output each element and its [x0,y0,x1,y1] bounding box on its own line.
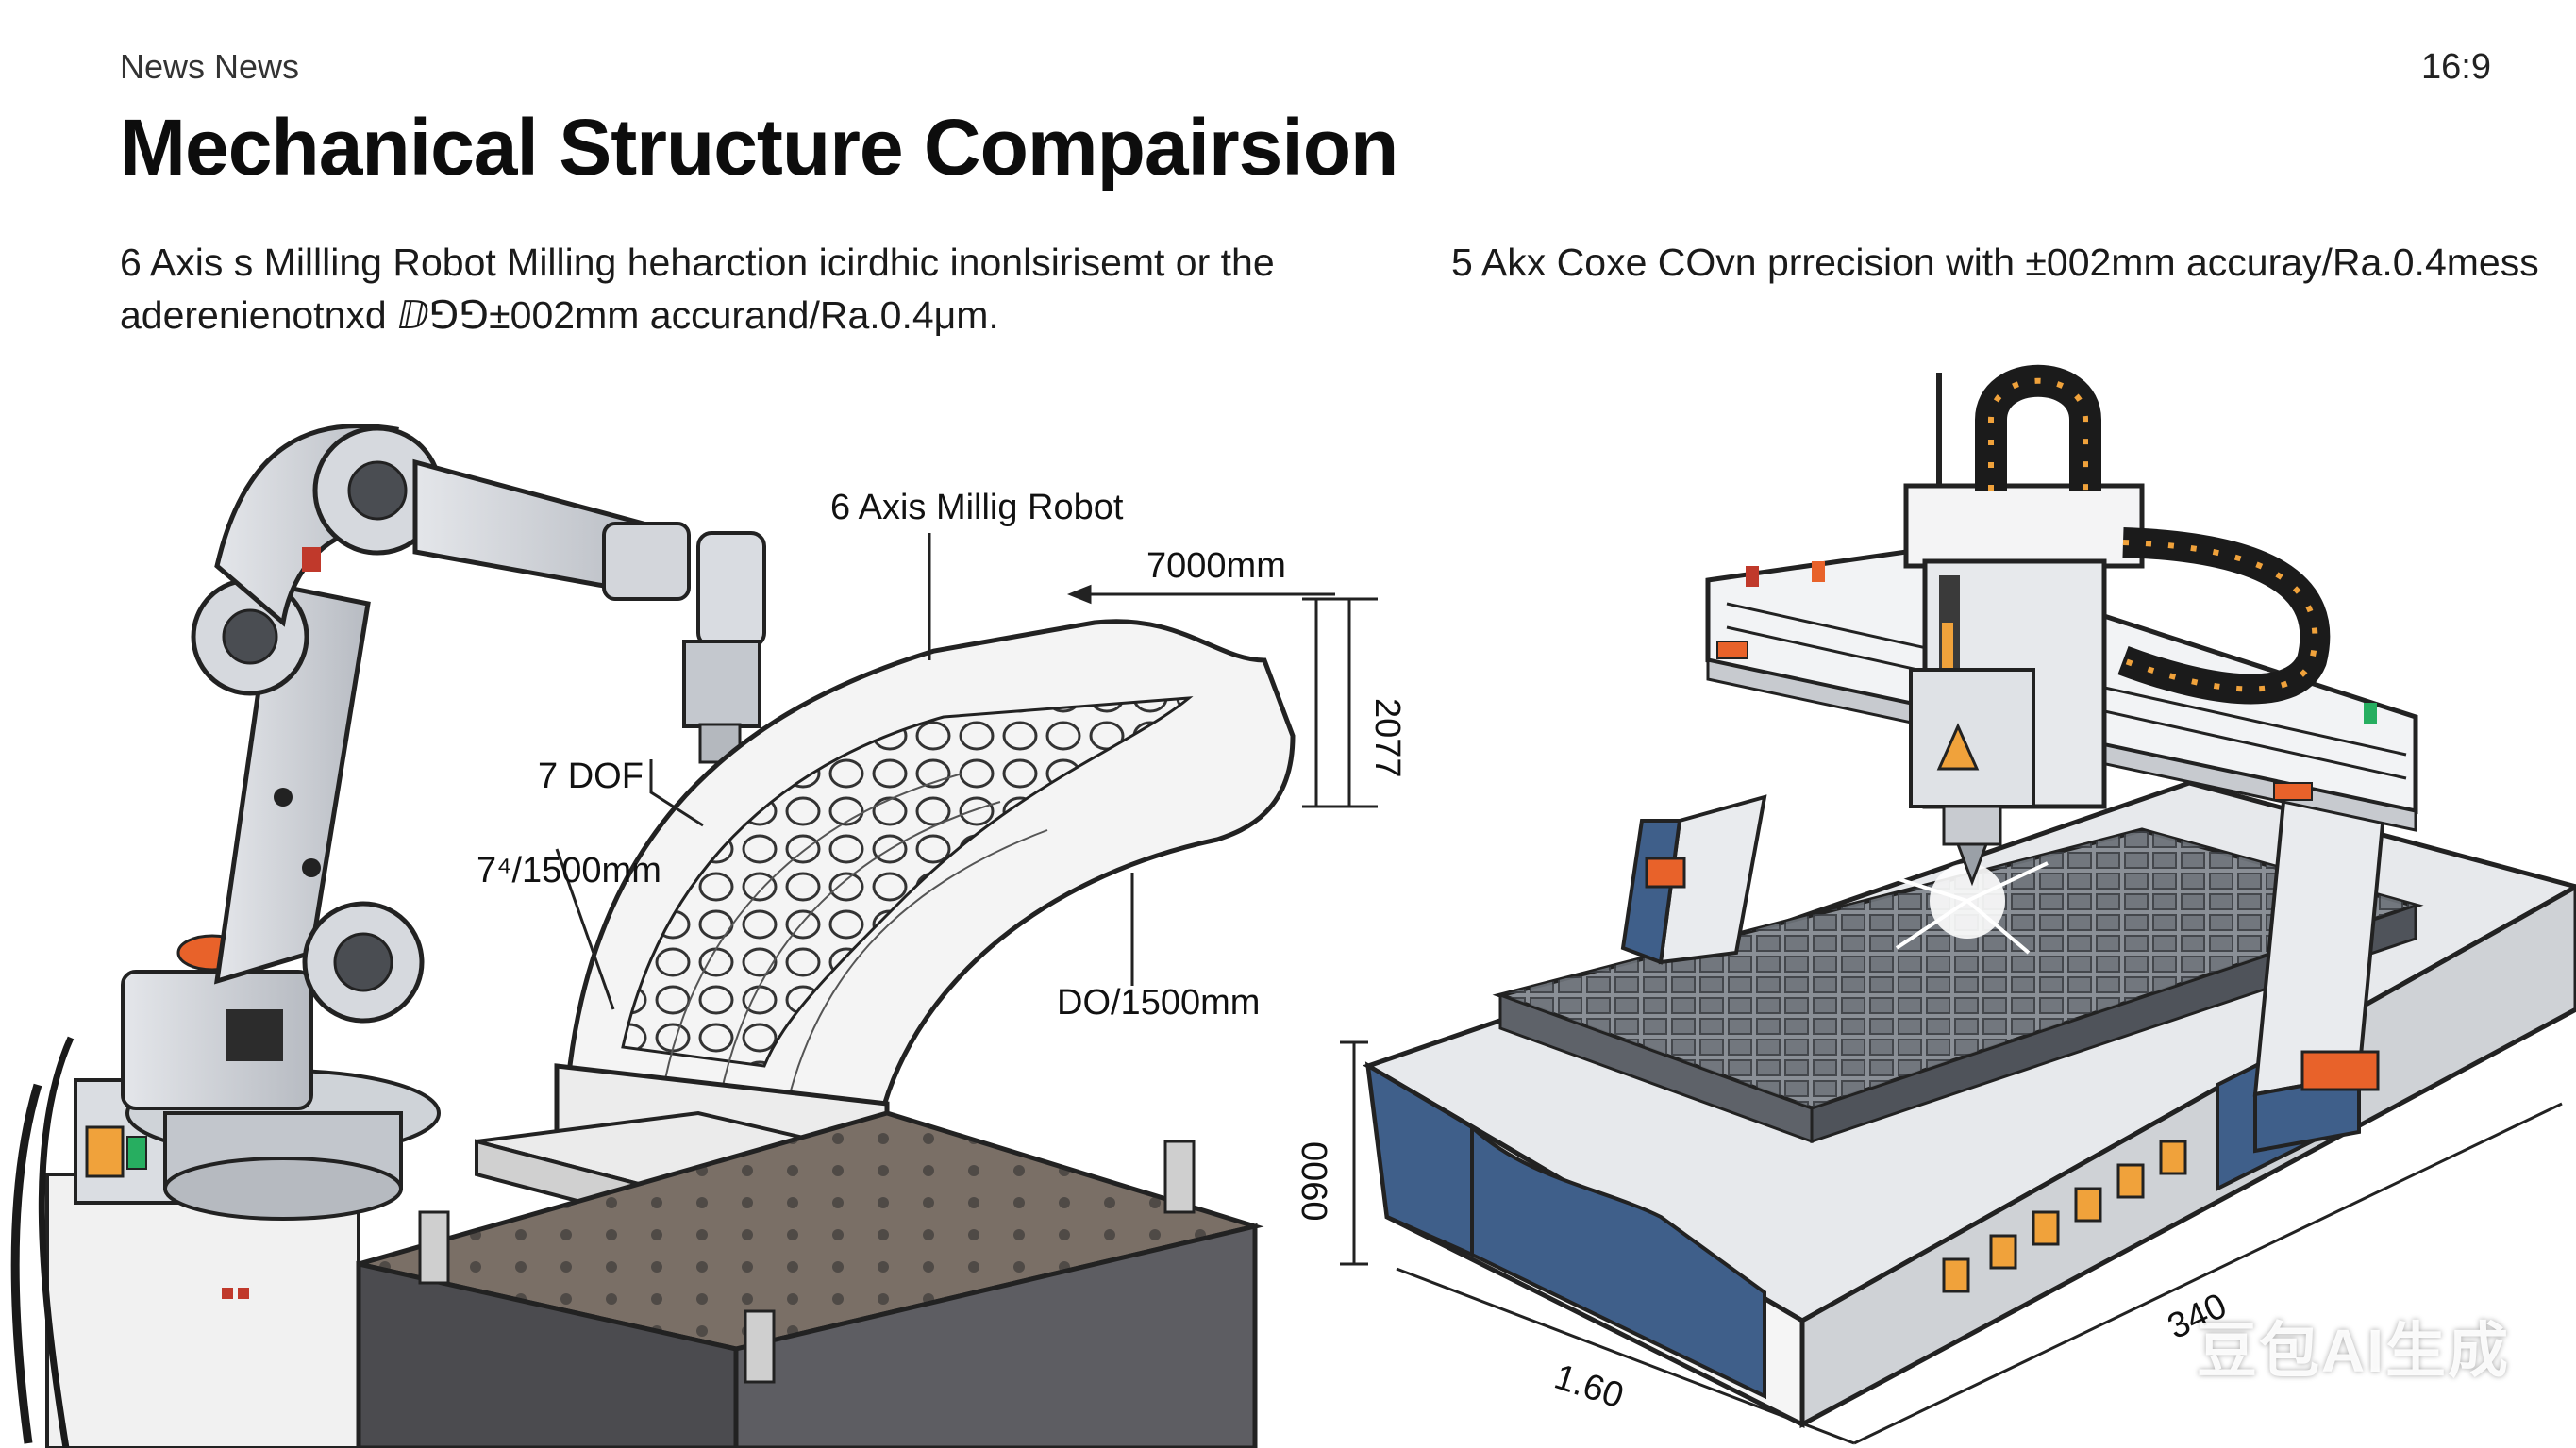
cnc-machine-scene: 0060 340 1.60 [1294,364,2576,1445]
robot-name-callout: 6 Axis Millig Robot [830,488,1124,527]
cutting-spark [1877,861,2049,955]
fixture-table [356,1110,1264,1448]
robot-radius-callout: 7⁴/1500mm [477,851,661,890]
kicker-text: News News [120,47,300,86]
cnc-control-knobs [1942,1140,2187,1293]
aspect-ratio-label: 16:9 [2421,47,2491,87]
robot-lower-arm [191,577,425,1024]
robot-description-line-2: aderenienotnxd ⅅ⅁⅁±002mm accurand/Ra.0.4… [120,293,999,337]
robot-vertical-callout: 2077 [1367,698,1407,778]
robot-depth-callout: DO/1500mm [1057,983,1260,1023]
robot-base [74,934,441,1221]
cnc-height-callout: 0060 [1294,1141,1333,1222]
cnc-work-table [1492,827,2424,1144]
ai-watermark: 豆包AI生成 [2197,1317,2510,1385]
cnc-length-callout: 1.60 [1549,1357,1628,1417]
cnc-cable-chain [1975,364,2331,705]
cnc-spindle-head [1903,373,2145,887]
robot-callout-lines [555,533,1378,1010]
robot-reach-callout: 7000mm [1146,546,1286,586]
cnc-dimension-lines [1340,1040,2563,1445]
robot-description-line-1: 6 Axis s Millling Robot Milling heharcti… [120,241,1275,284]
page-title: Mechanical Structure Compairsion [120,103,1398,191]
robot-milling-scene: 6 Axis Millig Robot 7000mm 2077 7 DOF 7⁴… [10,424,1407,1448]
robot-dof-callout: 7 DOF [538,757,644,796]
robot-description: 6 Axis s Millling Robot Milling heharcti… [120,236,1422,341]
comparison-illustration: 6 Axis Millig Robot 7000mm 2077 7 DOF 7⁴… [10,364,2576,1448]
cnc-description: 5 Akx Coxe COvn prrecision with ±002mm a… [1451,241,2539,284]
robot-upper-arm [214,424,691,627]
